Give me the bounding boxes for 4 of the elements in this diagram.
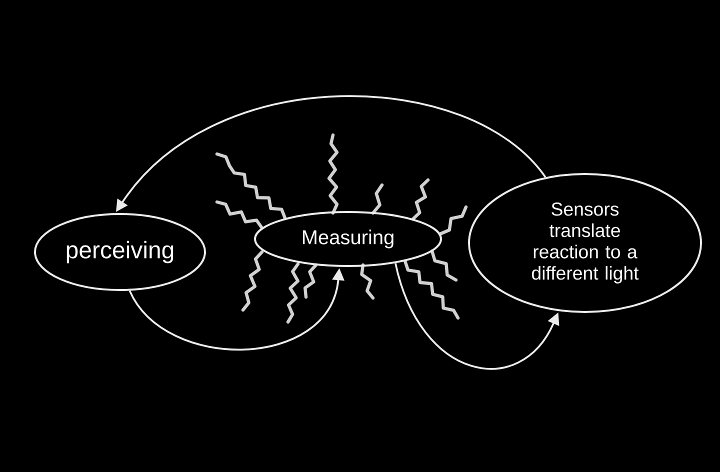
oval-node: Sensors translate reaction to a different light bbox=[468, 173, 702, 313]
arrow bbox=[394, 262, 560, 370]
oval-node: perceiving bbox=[34, 213, 206, 291]
oval-node: Measuring bbox=[254, 211, 442, 267]
